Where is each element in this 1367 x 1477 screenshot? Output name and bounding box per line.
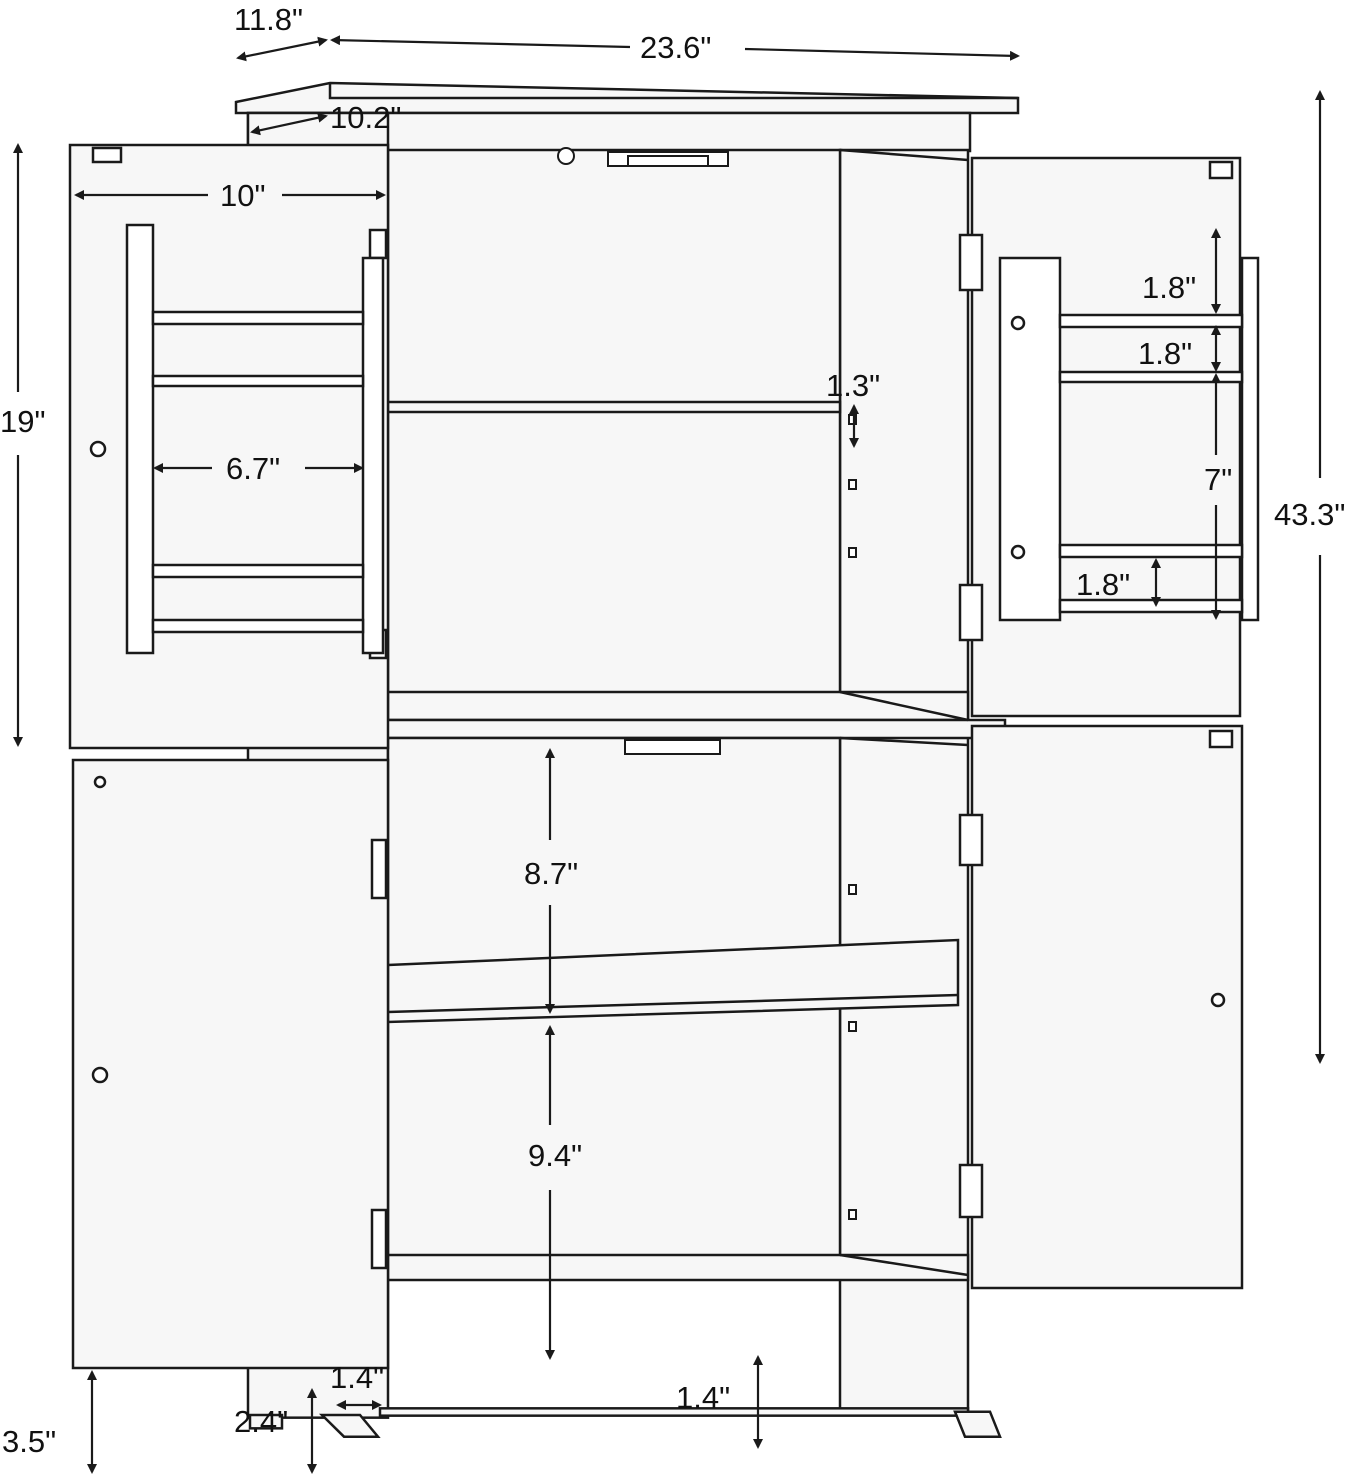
- base-rail: [378, 1407, 970, 1417]
- rack-screw: [1010, 544, 1026, 560]
- label-lower-shelf-lower: 9.4": [528, 1138, 582, 1173]
- hole-top: [557, 147, 575, 165]
- rack-bar-mid: [1058, 370, 1244, 384]
- peg-3: [848, 547, 857, 558]
- label-base-clearance: 1.4": [676, 1380, 730, 1415]
- label-door-width: 10": [220, 178, 266, 213]
- hinge-right-3: [958, 813, 984, 867]
- peg-6: [848, 1209, 857, 1220]
- hinge-right-2: [958, 583, 984, 642]
- label-shelf-gap: 1.3": [826, 368, 880, 403]
- door-knob: [89, 440, 107, 458]
- label-width-top: 23.6": [640, 30, 711, 65]
- door-knob: [91, 1066, 109, 1084]
- hinge-left-4: [370, 1208, 388, 1270]
- catch-upper-inner: [627, 155, 709, 167]
- arrow-width-top-left: [330, 35, 631, 49]
- dimension-labels: 11.8" 23.6" 10.2" 10" 19" 6.7" 1.3" 43.3…: [0, 2, 1345, 1459]
- label-rack-bar-lower: 1.8": [1076, 567, 1130, 602]
- arrow-depth-top: [236, 36, 328, 62]
- hinge-left-3: [370, 838, 388, 900]
- peg-4: [848, 884, 857, 895]
- lower-bottom: [386, 1253, 970, 1282]
- label-rack-width: 6.7": [226, 451, 280, 486]
- hinge-plate: [1208, 729, 1234, 749]
- leg-back-left: [248, 1413, 284, 1430]
- hinge-left-1: [368, 228, 388, 260]
- rack-bar-low: [151, 563, 365, 579]
- upper-shelf: [386, 400, 842, 414]
- door-screw: [93, 775, 107, 789]
- peg-5: [848, 1021, 857, 1032]
- label-depth-top: 11.8": [234, 2, 303, 37]
- label-leg-height: 2.4": [234, 1404, 288, 1439]
- rack-front-side: [1240, 256, 1260, 622]
- lower-shelf-edge: [387, 993, 959, 1014]
- hinge-plate: [1208, 160, 1234, 180]
- rack-bar-low: [1058, 543, 1244, 559]
- label-leg-width: 1.4": [330, 1360, 384, 1395]
- leg-front-right: [953, 1410, 1002, 1438]
- arrow-depth-inner: [250, 112, 328, 136]
- middle-divider: [338, 718, 1007, 740]
- label-depth-inner: 10.2": [330, 100, 401, 135]
- hinge-right-1: [958, 233, 984, 292]
- top-slab-front: [328, 83, 1018, 100]
- rack-bar-bottom: [151, 618, 365, 634]
- label-rack-height: 7": [1204, 462, 1232, 497]
- catch-lower: [624, 739, 721, 755]
- lower-right-door: [958, 724, 1244, 1290]
- lower-left-door-panel: [71, 758, 390, 1370]
- dimension-arrows: [13, 35, 1325, 1474]
- peg-2: [848, 479, 857, 490]
- arrow-width-top-right: [744, 47, 1020, 61]
- label-floor-height: 3.5": [2, 1424, 56, 1459]
- rack-bar-mid: [151, 374, 365, 388]
- rack-left-side: [125, 223, 155, 655]
- cabinet-hardware: [557, 147, 857, 1220]
- upper-compartment: [386, 148, 842, 722]
- upper-bottom: [386, 690, 970, 722]
- upper-left-door-panel: [68, 143, 390, 750]
- lower-left-door: [71, 758, 390, 1370]
- label-door-height: 19": [0, 404, 46, 439]
- lower-right-door-panel: [970, 724, 1244, 1290]
- rack-bar-top: [1058, 313, 1244, 329]
- right-side-panel: [838, 148, 970, 1417]
- leg-front-left: [318, 1413, 381, 1438]
- door-knob: [1210, 992, 1226, 1008]
- hinge-plate: [91, 146, 123, 164]
- rack-right-side: [361, 256, 385, 655]
- upper-left-door: [68, 143, 390, 750]
- label-total-height: 43.3": [1274, 497, 1345, 532]
- rack-back-panel: [998, 256, 1062, 622]
- inner-right-wall: [839, 148, 969, 1277]
- hinge-right-4: [958, 1163, 984, 1219]
- upper-right-door: [958, 156, 1260, 718]
- rack-screw: [1010, 315, 1026, 331]
- label-rack-gap-top: 1.8": [1142, 270, 1196, 305]
- rack-bar-top: [151, 310, 365, 326]
- label-lower-shelf-upper: 8.7": [524, 856, 578, 891]
- label-rack-gap-mid: 1.8": [1138, 336, 1192, 371]
